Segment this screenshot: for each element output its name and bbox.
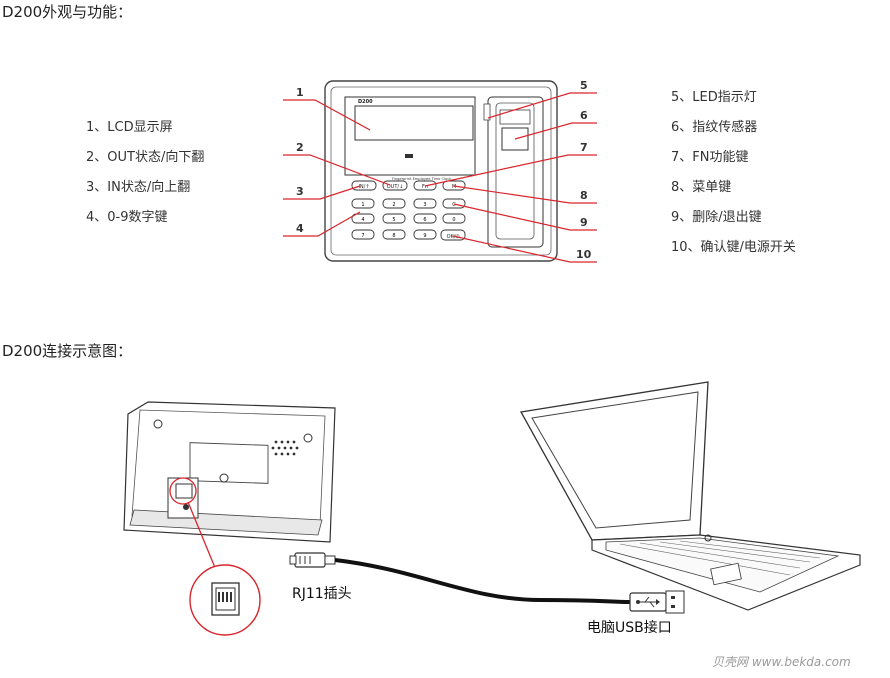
in-up-key[interactable] (351, 180, 377, 191)
num-key[interactable] (351, 198, 375, 209)
port-highlight (169, 477, 197, 505)
device-diagram: D200 Fingerprint Employee Time Clock IN/… (283, 79, 597, 263)
num-key-label: 9 (423, 233, 426, 239)
callout-line-1 (283, 99, 371, 131)
led-indicator (483, 103, 491, 121)
lcd-screen (354, 105, 474, 141)
num-key[interactable] (413, 213, 437, 224)
callout-line-7 (424, 154, 597, 187)
feature-list-left: 1、LCD显示屏 2、OUT状态/向下翻 3、IN状态/向上翻 4、0-9数字键 (86, 116, 204, 236)
feature-item: 9、删除/退出键 (671, 210, 762, 225)
menu-key-label: M (452, 184, 456, 190)
connection-diagram (123, 381, 861, 636)
num-key-label: 7 (361, 233, 364, 239)
out-down-key[interactable] (382, 180, 408, 191)
rj11-plug-label: RJ11插头 (292, 586, 352, 602)
usb-plug-icon (629, 590, 685, 614)
callout-number: 2 (296, 141, 304, 154)
callout-number: 10 (576, 248, 592, 261)
watermark-logo: 贝壳网 (712, 655, 749, 669)
watermark-url: www.bekda.com (751, 655, 851, 669)
num-key-label: 3 (423, 202, 426, 208)
device-model-label: D200 (358, 99, 373, 105)
callout-line-2 (283, 154, 391, 186)
num-key[interactable] (382, 213, 406, 224)
num-key[interactable] (382, 229, 406, 240)
num-key-label: 8 (392, 233, 395, 239)
num-key[interactable] (413, 229, 437, 240)
usb-cable (334, 558, 631, 604)
feature-item: 6、指纹传感器 (671, 120, 758, 135)
callout-number: 7 (580, 141, 588, 154)
zoom-line (187, 501, 219, 576)
section-title-appearance: D200外观与功能： (2, 3, 133, 21)
feature-item: 5、LED指示灯 (671, 90, 757, 105)
callout-number: 6 (580, 109, 588, 122)
fn-key-label: Fn (422, 184, 428, 190)
out-down-key-label: OUT/↓ (387, 184, 404, 190)
usb-port-label: 电脑USB接口 (587, 620, 672, 636)
callout-line-3 (283, 185, 361, 200)
feature-item: 2、OUT状态/向下翻 (86, 150, 205, 165)
num-key-label: 6 (423, 217, 426, 223)
callout-line-4 (283, 211, 361, 237)
device-logo (405, 154, 413, 158)
feature-list-right: 5、LED指示灯 6、指纹传感器 7、FN功能键 8、菜单键 9、删除/退出键 … (671, 86, 796, 266)
feature-item: 1、LCD显示屏 (86, 120, 173, 135)
callout-number: 9 (580, 216, 588, 229)
num-key[interactable] (351, 213, 375, 224)
callout-line-9 (453, 203, 597, 231)
rj11-port (175, 483, 193, 499)
callout-number: 1 (296, 86, 304, 99)
delete-key-label: C (452, 202, 456, 208)
num-key[interactable] (351, 229, 375, 240)
num-key-label: 0 (452, 217, 455, 223)
callout-number: 5 (580, 79, 588, 92)
num-key[interactable] (413, 198, 437, 209)
num-key-label: 5 (392, 217, 395, 223)
function-keys: IN/↑ OUT/↓ Fn M C OK/⏻ (351, 180, 466, 241)
watermark: 贝壳网 www.bekda.com (712, 653, 851, 670)
callout-number: 4 (296, 222, 304, 235)
callout-line-5 (487, 92, 597, 119)
callout-lines (283, 92, 597, 263)
laptop-icon (519, 381, 861, 611)
num-key-label: 1 (361, 202, 364, 208)
device-subtitle: Fingerprint Employee Time Clock (392, 177, 452, 181)
numeric-keypad: 1 2 3 4 5 6 0 7 8 9 (351, 198, 466, 240)
feature-item: 10、确认键/电源开关 (671, 240, 796, 255)
callout-line-10 (452, 235, 597, 263)
num-key-label: 4 (361, 217, 364, 223)
in-up-key-label: IN/↑ (358, 184, 369, 190)
feature-item: 4、0-9数字键 (86, 210, 168, 225)
callout-number: 8 (580, 189, 588, 202)
section-title-connection: D200连接示意图： (2, 342, 133, 360)
num-key[interactable] (442, 213, 466, 224)
callout-number: 3 (296, 185, 304, 198)
num-key-label: 2 (392, 202, 395, 208)
feature-item: 7、FN功能键 (671, 150, 749, 165)
ok-power-key-label: OK/⏻ (447, 234, 460, 240)
callout-line-6 (514, 122, 597, 140)
device-back-view (123, 401, 336, 543)
menu-key[interactable] (442, 180, 466, 191)
callout-line-8 (453, 185, 597, 204)
feature-item: 3、IN状态/向上翻 (86, 180, 191, 195)
port-zoom (189, 564, 261, 636)
rj11-plug-icon (289, 552, 336, 568)
feature-item: 8、菜单键 (671, 180, 732, 195)
num-key[interactable] (382, 198, 406, 209)
